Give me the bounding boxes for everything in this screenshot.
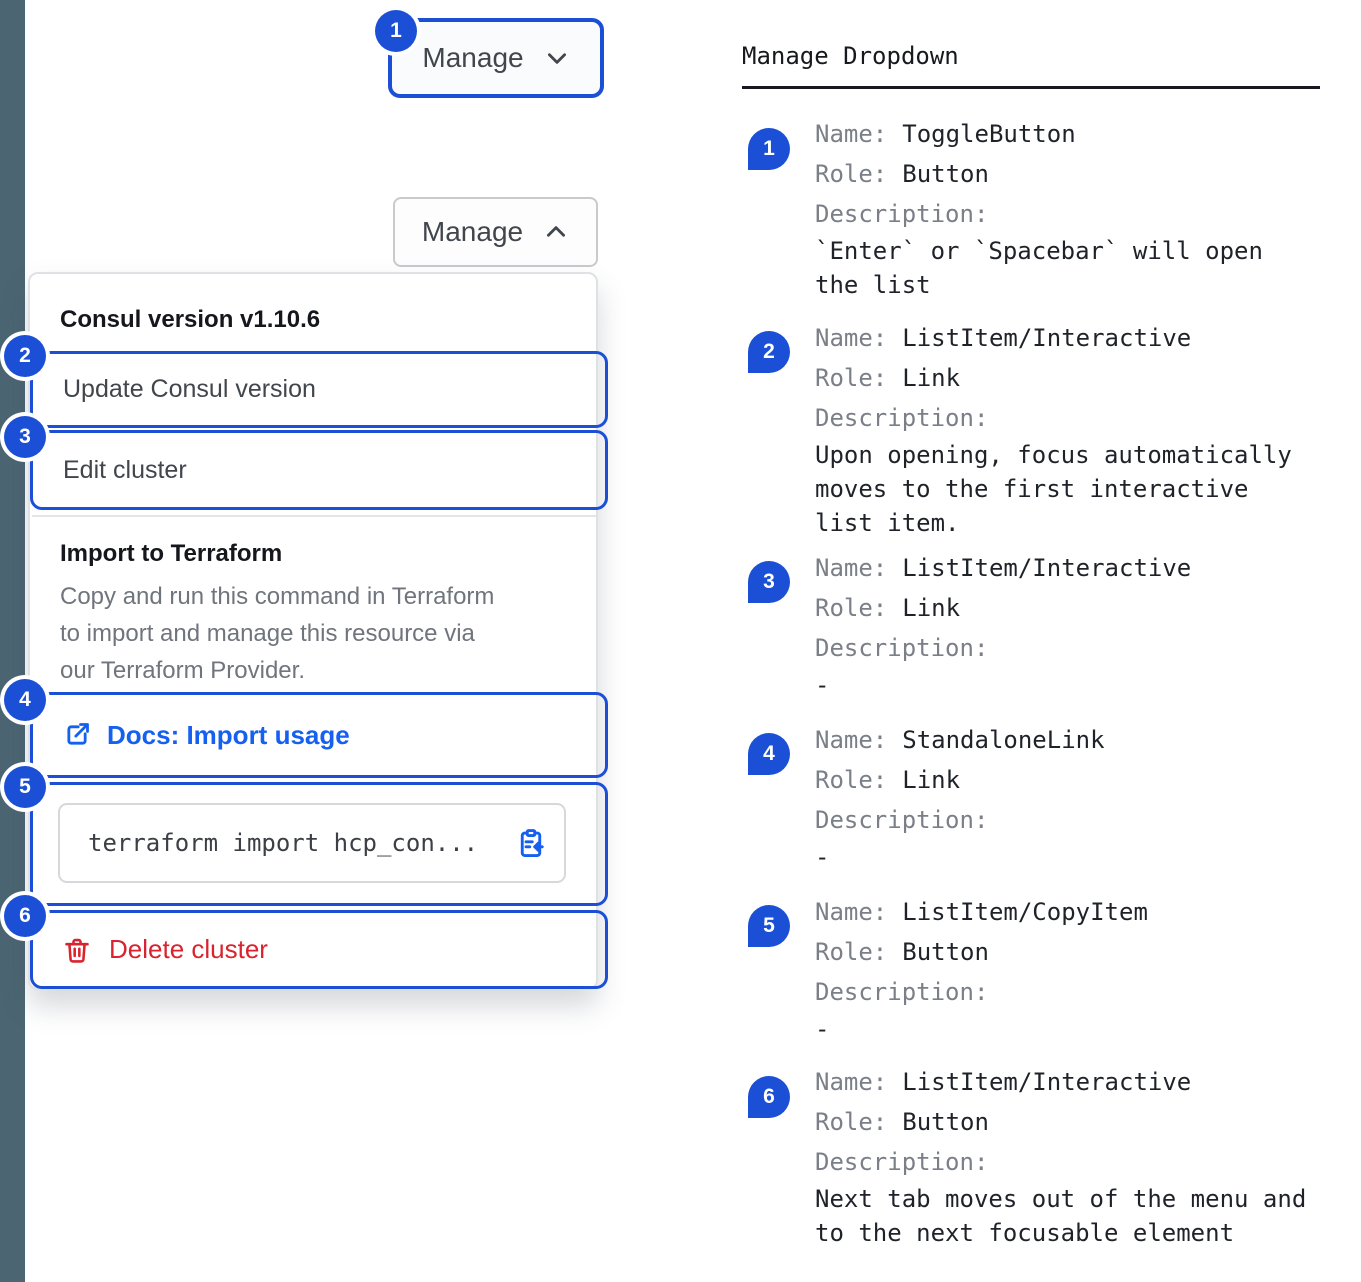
role-label: Role: [815, 1108, 888, 1136]
role-value: Link [902, 766, 961, 794]
docs-import-usage-link[interactable]: Docs: Import usage [30, 692, 608, 778]
doc-panel-title: Manage Dropdown [742, 42, 959, 70]
badge-number: 5 [763, 914, 775, 937]
role-label: Role: [815, 364, 888, 392]
name-value: ToggleButton [902, 120, 1076, 148]
description-value: `Enter` or `Spacebar` will open the list [815, 237, 1263, 299]
manage-button-label: Manage [422, 42, 524, 73]
badge-number: 3 [19, 425, 31, 448]
description-value: - [815, 843, 830, 871]
role-label: Role: [815, 160, 888, 188]
name-label: Name: [815, 1068, 888, 1096]
doc-entry-1: Name: ToggleButton Role: Button Descriptio… [815, 114, 1335, 302]
badge-number: 6 [19, 904, 31, 927]
consul-version-heading: Consul version v1.10.6 [60, 306, 321, 333]
description-value: Upon opening, focus automatically moves … [815, 441, 1292, 537]
role-value: Button [902, 160, 989, 188]
badge-number: 5 [19, 775, 31, 798]
menu-divider [32, 515, 596, 517]
import-to-terraform-heading: Import to Terraform [60, 540, 283, 567]
description-label: Description: [815, 404, 989, 432]
manage-toggle-button-open[interactable]: Manage [393, 197, 598, 267]
menu-item-label: Update Consul version [63, 375, 316, 403]
sidebar-strip [0, 0, 25, 1282]
badge-number: 4 [763, 742, 775, 765]
menu-item-delete-cluster[interactable]: Delete cluster [30, 910, 608, 989]
import-description: Copy and run this command in Terraform t… [60, 583, 495, 684]
doc-entry-badge-2: 2 [748, 331, 790, 373]
doc-entry-badge-5: 5 [748, 905, 790, 947]
manage-button-label: Manage [421, 216, 524, 247]
doc-panel-rule [742, 86, 1320, 89]
doc-entry-6: Name: ListItem/Interactive Role: Button De… [815, 1062, 1335, 1250]
badge-number: 2 [19, 344, 31, 367]
doc-entry-badge-6: 6 [748, 1076, 790, 1118]
docs-link-label: Docs: Import usage [107, 719, 350, 750]
description-label: Description: [815, 200, 989, 228]
role-label: Role: [815, 938, 888, 966]
name-label: Name: [815, 726, 888, 754]
copy-command-item[interactable] [30, 782, 608, 906]
manage-toggle-button-closed[interactable]: Manage [388, 18, 604, 98]
trash-icon [65, 938, 89, 963]
badge-number: 4 [19, 688, 31, 711]
description-label: Description: [815, 634, 989, 662]
delete-cluster-label: Delete cluster [109, 934, 268, 964]
description-value: - [815, 1015, 830, 1043]
doc-entry-badge-3: 3 [748, 561, 790, 603]
menu-item-label: Edit cluster [63, 455, 187, 484]
annotation-badge-5: 5 [4, 766, 46, 808]
badge-number: 1 [390, 19, 402, 42]
name-value: ListItem/Interactive [902, 1068, 1192, 1096]
role-label: Role: [815, 766, 888, 794]
name-label: Name: [815, 120, 888, 148]
external-link-icon [67, 723, 89, 745]
doc-entry-4: Name: StandaloneLink Role: Link Descriptio… [815, 720, 1335, 874]
description-label: Description: [815, 1148, 989, 1176]
role-value: Link [902, 364, 961, 392]
name-label: Name: [815, 898, 888, 926]
doc-entry-5: Name: ListItem/CopyItem Role: Button Descr… [815, 892, 1335, 1046]
doc-entry-badge-4: 4 [748, 733, 790, 775]
name-value: ListItem/Interactive [902, 554, 1192, 582]
menu-item-edit-cluster[interactable]: Edit cluster [30, 430, 608, 510]
doc-entry-badge-1: 1 [748, 128, 790, 170]
badge-number: 3 [763, 570, 775, 593]
role-value: Link [902, 594, 961, 622]
code-snippet-field: terraform import hcp_con... [58, 803, 566, 883]
badge-number: 2 [763, 340, 775, 363]
description-label: Description: [815, 806, 989, 834]
name-label: Name: [815, 554, 888, 582]
description-value: Next tab moves out of the menu and to th… [815, 1185, 1307, 1247]
badge-number: 1 [763, 137, 775, 160]
annotation-badge-6: 6 [4, 895, 46, 937]
description-label: Description: [815, 978, 989, 1006]
annotation-badge-1: 1 [375, 10, 417, 52]
menu-item-update-consul-version[interactable]: Update Consul version [30, 351, 608, 428]
doc-entry-3: Name: ListItem/Interactive Role: Link Desc… [815, 548, 1335, 702]
annotation-badge-4: 4 [4, 679, 46, 721]
description-value: - [815, 671, 830, 699]
chevron-down-icon [547, 53, 566, 64]
badge-number: 6 [763, 1085, 775, 1108]
role-value: Button [902, 938, 989, 966]
role-label: Role: [815, 594, 888, 622]
doc-entry-2: Name: ListItem/Interactive Role: Link Desc… [815, 318, 1335, 540]
name-value: ListItem/Interactive [902, 324, 1192, 352]
annotation-badge-3: 3 [4, 416, 46, 458]
annotation-badge-2: 2 [4, 335, 46, 377]
name-value: ListItem/CopyItem [902, 898, 1148, 926]
clipboard-copy-icon[interactable] [516, 828, 546, 858]
role-value: Button [902, 1108, 989, 1136]
terraform-command-text: terraform import hcp_con... [88, 829, 479, 857]
name-value: StandaloneLink [902, 726, 1105, 754]
chevron-up-icon [547, 226, 566, 237]
name-label: Name: [815, 324, 888, 352]
